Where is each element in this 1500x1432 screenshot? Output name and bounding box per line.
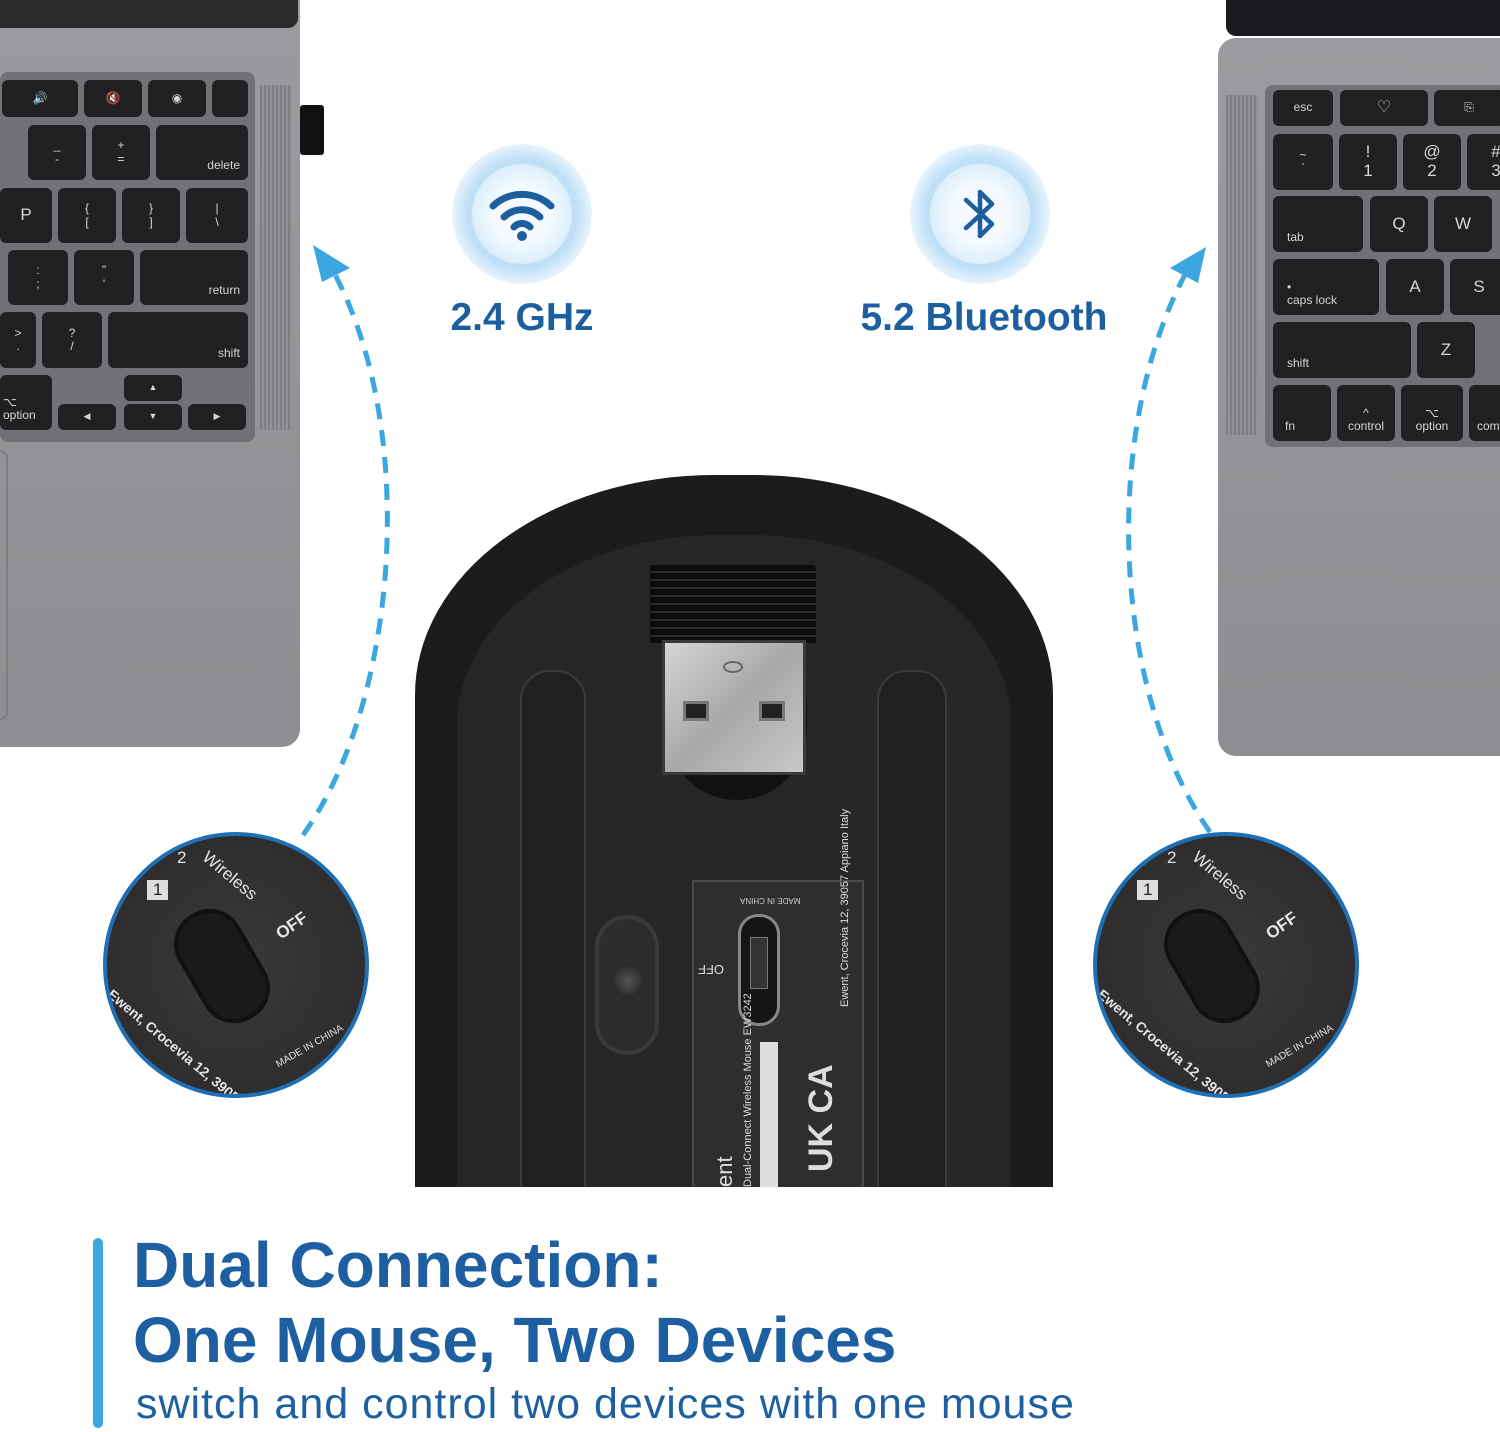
- optical-sensor: [595, 915, 659, 1055]
- key-arrow-left: ◀: [58, 404, 116, 430]
- key-heart: ♡: [1340, 90, 1428, 126]
- speaker-grille: [260, 85, 292, 430]
- product-name-text: Dual-Connect Wireless Mouse EW3242: [742, 993, 754, 1187]
- key-option-right: ⌥option: [1401, 385, 1463, 441]
- accent-bar: [93, 1238, 103, 1428]
- key-period: >.: [0, 312, 36, 368]
- bluetooth-badge: [910, 144, 1050, 284]
- key-esc: esc: [1273, 90, 1333, 126]
- key-bracket-right: }]: [122, 188, 180, 243]
- key-control: ^control: [1337, 385, 1395, 441]
- key-equals: +=: [92, 125, 150, 180]
- key-arrow-up: ▲: [124, 375, 182, 401]
- usb-receiver-plugged: [300, 105, 324, 155]
- switch-detail-left: Wireless 1 2 OFF Ewent, Crocevia 12, 390…: [103, 832, 369, 1098]
- key-command: com: [1469, 385, 1500, 441]
- key-caps-lock: •caps lock: [1273, 259, 1379, 315]
- dongle-grip: [650, 565, 816, 645]
- bluetooth-icon: [963, 189, 995, 239]
- left-dashed-arrow: [300, 260, 390, 837]
- key-rotate: ⎘: [1434, 90, 1500, 126]
- off-text: OFF: [698, 962, 724, 977]
- key-tilde: ~`: [1273, 134, 1333, 190]
- key-arrow-down: ▼: [124, 404, 182, 430]
- address-text: Ewent, Crocevia 12, 39057 Appiano Italy: [839, 808, 851, 1007]
- headline-line2: One Mouse, Two Devices: [133, 1304, 897, 1376]
- key-1: !1: [1339, 134, 1397, 190]
- left-arrowhead: [313, 245, 350, 282]
- right-dashed-arrow: [1126, 260, 1213, 834]
- right-arrowhead: [1170, 247, 1206, 283]
- key-minus: _-: [28, 125, 86, 180]
- label-white-strip: [760, 1042, 778, 1187]
- key-2: @2: [1403, 134, 1461, 190]
- key-volume-up: 🔊: [2, 80, 78, 117]
- headline-line1: Dual Connection:: [133, 1229, 663, 1301]
- right-laptop-screen: [1226, 0, 1500, 36]
- key-a: A: [1386, 259, 1444, 315]
- key-s: S: [1450, 259, 1500, 315]
- usb-dongle: [662, 640, 806, 775]
- brand-text: ent: [712, 1156, 737, 1187]
- key-shift: shift: [108, 312, 248, 368]
- key-shift-left: shift: [1273, 322, 1411, 378]
- key-backslash: |\: [186, 188, 248, 243]
- wireless-badge: [452, 144, 592, 284]
- speaker-grille: [1226, 95, 1258, 435]
- mode-switch[interactable]: [738, 914, 780, 1026]
- key-mute: 🔇: [84, 80, 142, 117]
- key-3: #3: [1467, 134, 1500, 190]
- key-tab: tab: [1273, 196, 1363, 252]
- bluetooth-label: 5.2 Bluetooth: [860, 296, 1108, 339]
- key-siri: ◉: [148, 80, 206, 117]
- key-q: Q: [1370, 196, 1428, 252]
- ukca-mark: UK CA: [802, 1064, 840, 1172]
- key-quote: "': [74, 250, 134, 305]
- key-return: return: [140, 250, 248, 305]
- key-option: ⌥option: [0, 375, 52, 430]
- key-w: W: [1434, 196, 1492, 252]
- wireless-label: 2.4 GHz: [450, 296, 594, 339]
- made-in-china-text: MADE IN CHINA: [740, 896, 801, 905]
- key-p: P: [0, 188, 52, 243]
- key-z: Z: [1417, 322, 1475, 378]
- left-glide-rail: [520, 670, 586, 1187]
- key-slash: ?/: [42, 312, 102, 368]
- key-power: [212, 80, 248, 117]
- key-semicolon: :;: [8, 250, 68, 305]
- key-fn: fn: [1273, 385, 1331, 441]
- left-laptop-screen-edge: [0, 0, 298, 28]
- right-glide-rail: [877, 670, 947, 1187]
- product-label: MADE IN CHINA OFF Ewent, Crocevia 12, 39…: [692, 809, 864, 1187]
- key-delete: delete: [156, 125, 248, 180]
- subtitle: switch and control two devices with one …: [136, 1380, 1075, 1428]
- key-arrow-right: ▶: [188, 404, 246, 430]
- mouse-underside: MADE IN CHINA OFF Ewent, Crocevia 12, 39…: [415, 475, 1053, 1187]
- key-bracket-left: {[: [58, 188, 116, 243]
- switch-detail-right: Wireless 1 2 OFF Ewent, Crocevia 12, 390…: [1093, 832, 1359, 1098]
- wifi-icon: [489, 190, 555, 241]
